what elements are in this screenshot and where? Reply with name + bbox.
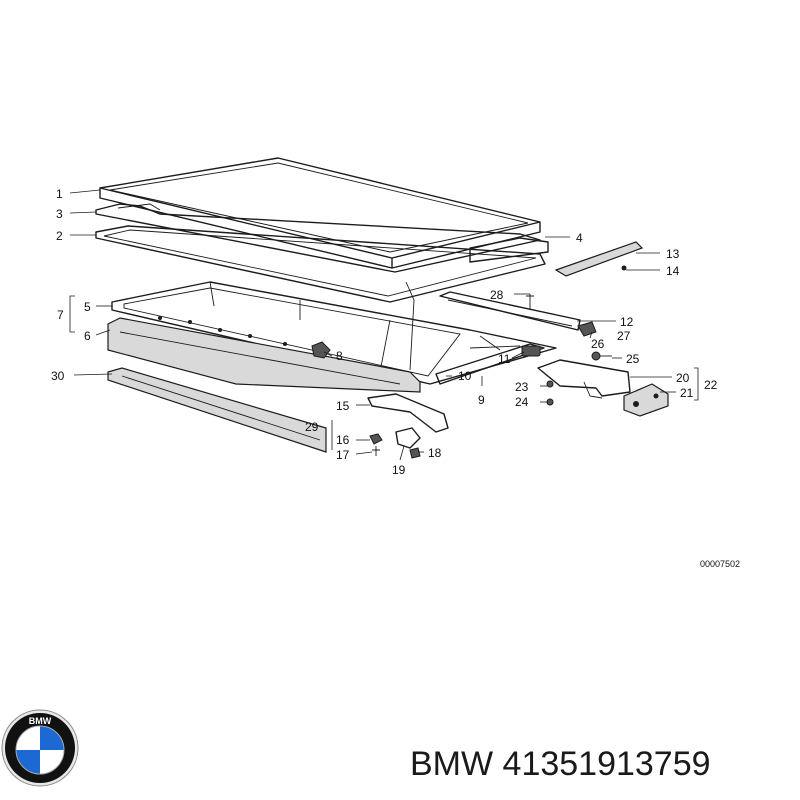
callout-22: 22 — [704, 378, 718, 392]
callout-16: 16 — [336, 433, 350, 447]
hardware-parts — [311, 241, 669, 459]
callout-9: 9 — [478, 393, 485, 407]
callout-6: 6 — [84, 329, 91, 343]
callout-30: 30 — [51, 369, 65, 383]
callout-21: 21 — [680, 386, 694, 400]
seal-strip — [107, 367, 327, 453]
callout-1: 1 — [56, 187, 63, 201]
callout-labels: 1 3 2 4 5 6 7 8 30 10 9 11 12 13 14 28 2… — [51, 187, 718, 477]
bmw-logo-icon: BMW — [1, 709, 79, 787]
callout-4: 4 — [576, 231, 583, 245]
callout-14: 14 — [666, 264, 680, 278]
callout-19: 19 — [392, 463, 406, 477]
callout-23: 23 — [515, 380, 529, 394]
callout-13: 13 — [666, 247, 680, 261]
callout-28: 28 — [490, 288, 504, 302]
sunroof-glass-panel — [99, 157, 541, 269]
callout-17: 17 — [336, 448, 350, 462]
callout-24: 24 — [515, 395, 529, 409]
callout-8: 8 — [336, 349, 343, 363]
sunroof-frame — [111, 281, 557, 385]
callout-11: 11 — [498, 352, 511, 366]
seal-frame — [95, 203, 541, 273]
callout-2: 2 — [56, 229, 63, 243]
callout-3: 3 — [56, 207, 63, 221]
callout-15: 15 — [336, 399, 350, 413]
diagram-reference-number: 00007502 — [700, 559, 740, 569]
callout-26: 26 — [591, 337, 605, 351]
callout-29: 29 — [305, 420, 319, 434]
callout-20: 20 — [676, 371, 690, 385]
bmw-logo-text: BMW — [29, 716, 52, 726]
frame-corner — [469, 237, 549, 263]
gasket-frame — [95, 225, 546, 303]
callout-5: 5 — [84, 300, 91, 314]
callout-10: 10 — [458, 369, 472, 383]
leader-lines — [69, 189, 699, 461]
guide-rail-right — [439, 291, 581, 331]
guide-rail-left — [435, 343, 545, 385]
callout-7: 7 — [57, 308, 64, 322]
callout-27: 27 — [617, 329, 631, 343]
callout-25: 25 — [626, 352, 640, 366]
callout-12: 12 — [620, 315, 634, 329]
part-number-caption: BMW 41351913759 — [410, 745, 711, 783]
callout-18: 18 — [428, 446, 442, 460]
